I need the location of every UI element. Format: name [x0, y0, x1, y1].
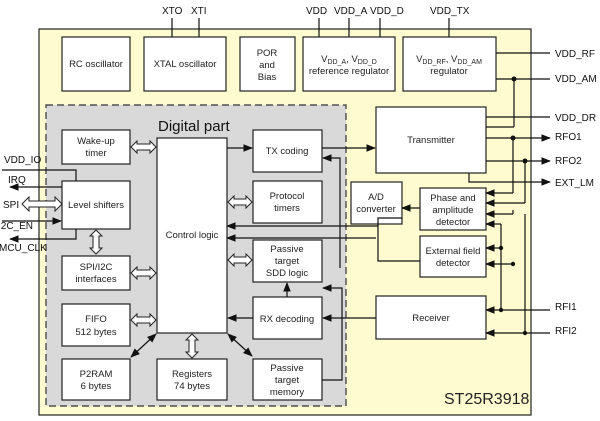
- pin-rfo1: RFO1: [555, 132, 582, 143]
- adc-label: A/D: [368, 192, 384, 203]
- p2ram-label: 6 bytes: [81, 381, 112, 392]
- protocol-timers-label: Protocol: [270, 191, 305, 202]
- pin-spi: SPI: [3, 200, 19, 211]
- spi-i2c-label: SPI/I2C: [80, 262, 113, 273]
- pin-vdd: VDD: [306, 6, 327, 17]
- xtal-oscillator-block: [143, 36, 227, 92]
- top-pins: XTO XTI VDD VDD_A VDD_D VDD_TX: [162, 6, 470, 17]
- adc-block: [350, 181, 403, 225]
- adc-label: converter: [356, 204, 396, 215]
- p2ram-label: P2RAM: [80, 369, 113, 380]
- pin-vdd-a: VDD_A: [334, 6, 368, 17]
- spi-i2c-block: [61, 255, 131, 291]
- ext-field-label: detector: [436, 258, 470, 269]
- fifo-label: FIFO: [85, 314, 107, 325]
- wakeup-label: Wake-up: [77, 136, 115, 147]
- rx-decoding-label: RX decoding: [260, 314, 314, 325]
- rc-oscillator-block: [61, 36, 131, 92]
- fifo-block: [61, 303, 131, 347]
- pt-memory-label: memory: [270, 387, 305, 398]
- pin-i2c-en: I2C_EN: [0, 221, 33, 232]
- phase-amplitude-detector-block: [419, 187, 487, 231]
- pt-memory-label: Passive: [270, 363, 303, 374]
- digital-part-title: Digital part: [158, 118, 231, 135]
- phase-amp-label: amplitude: [432, 205, 473, 216]
- pin-mcu-clk: MCU_CLK: [0, 243, 47, 254]
- protocol-timers-block: [252, 180, 323, 224]
- pin-vdd-tx: VDD_TX: [430, 6, 470, 17]
- pin-xti: XTI: [191, 6, 207, 17]
- pin-rfi2: RFI2: [555, 326, 577, 337]
- rf-regulator-label-2: regulator: [430, 66, 468, 77]
- pt-sdd-label: target: [275, 256, 300, 267]
- passive-target-sdd-block: [252, 239, 323, 283]
- tx-coding-block: [252, 129, 323, 173]
- phase-amp-label: Phase and: [430, 193, 475, 204]
- level-shifters-block: [61, 180, 131, 230]
- pin-rfo2: RFO2: [555, 156, 582, 167]
- pin-irq: IRQ: [8, 175, 26, 186]
- bidirectional-bus-arrows: [21, 139, 253, 359]
- pin-vdd-io: VDD_IO: [4, 155, 41, 166]
- ref-regulator-block: [302, 36, 396, 92]
- transmitter-label: Transmitter: [407, 135, 455, 146]
- left-pins: VDD_IO IRQ SPI I2C_EN MCU_CLK: [0, 155, 47, 254]
- external-field-detector-block: [419, 235, 487, 278]
- p2ram-block: [61, 358, 131, 401]
- right-pins: VDD_RF VDD_AM VDD_DR RFO1 RFO2 EXT_LM RF…: [555, 49, 597, 337]
- receiver-block: [375, 295, 487, 340]
- pt-memory-label: target: [275, 375, 300, 386]
- pin-vdd-dr: VDD_DR: [555, 113, 596, 124]
- pin-ext-lm: EXT_LM: [555, 178, 594, 189]
- rf-regulator-label-1: VDD_RF, VDD_AM: [416, 54, 482, 66]
- transmitter-block: [375, 106, 487, 174]
- pin-vdd-rf: VDD_RF: [555, 49, 595, 60]
- spi-i2c-label: interfaces: [75, 274, 116, 285]
- level-shifters-label: Level shifters: [68, 200, 124, 211]
- protocol-timers-label: timers: [274, 203, 300, 214]
- phase-amp-label: detector: [436, 217, 470, 228]
- passive-target-memory-block: [252, 358, 323, 401]
- registers-label: 74 bytes: [174, 381, 210, 392]
- ref-regulator-label-1: VDD_A, VDD_D: [321, 54, 377, 66]
- pin-rfi1: RFI1: [555, 302, 577, 313]
- pin-vdd-am: VDD_AM: [555, 74, 597, 85]
- ext-field-label: External field: [426, 246, 481, 257]
- fifo-label: 512 bytes: [75, 327, 116, 338]
- wakeup-timer-block: [61, 129, 131, 165]
- xtal-oscillator-label: XTAL oscillator: [154, 59, 217, 70]
- control-logic-label: Control logic: [166, 230, 219, 241]
- pin-vdd-d: VDD_D: [370, 6, 404, 17]
- por-label: and: [259, 60, 275, 71]
- wakeup-label: timer: [85, 148, 106, 159]
- rf-regulator-block: [402, 36, 497, 92]
- por-label: Bias: [258, 72, 277, 83]
- ref-regulator-label-2: reference regulator: [309, 66, 389, 77]
- control-logic-block: [156, 137, 228, 334]
- pt-sdd-label: SDD logic: [266, 268, 308, 279]
- registers-label: Registers: [172, 369, 212, 380]
- por-bias-block: [239, 36, 296, 92]
- registers-block: [156, 358, 228, 401]
- chip-name: ST25R3918: [444, 391, 529, 408]
- tx-coding-label: TX coding: [266, 146, 309, 157]
- rc-oscillator-label: RC oscillator: [69, 59, 123, 70]
- pin-xto: XTO: [162, 6, 183, 17]
- receiver-label: Receiver: [412, 313, 450, 324]
- por-label: POR: [257, 48, 278, 59]
- pt-sdd-label: Passive: [270, 244, 303, 255]
